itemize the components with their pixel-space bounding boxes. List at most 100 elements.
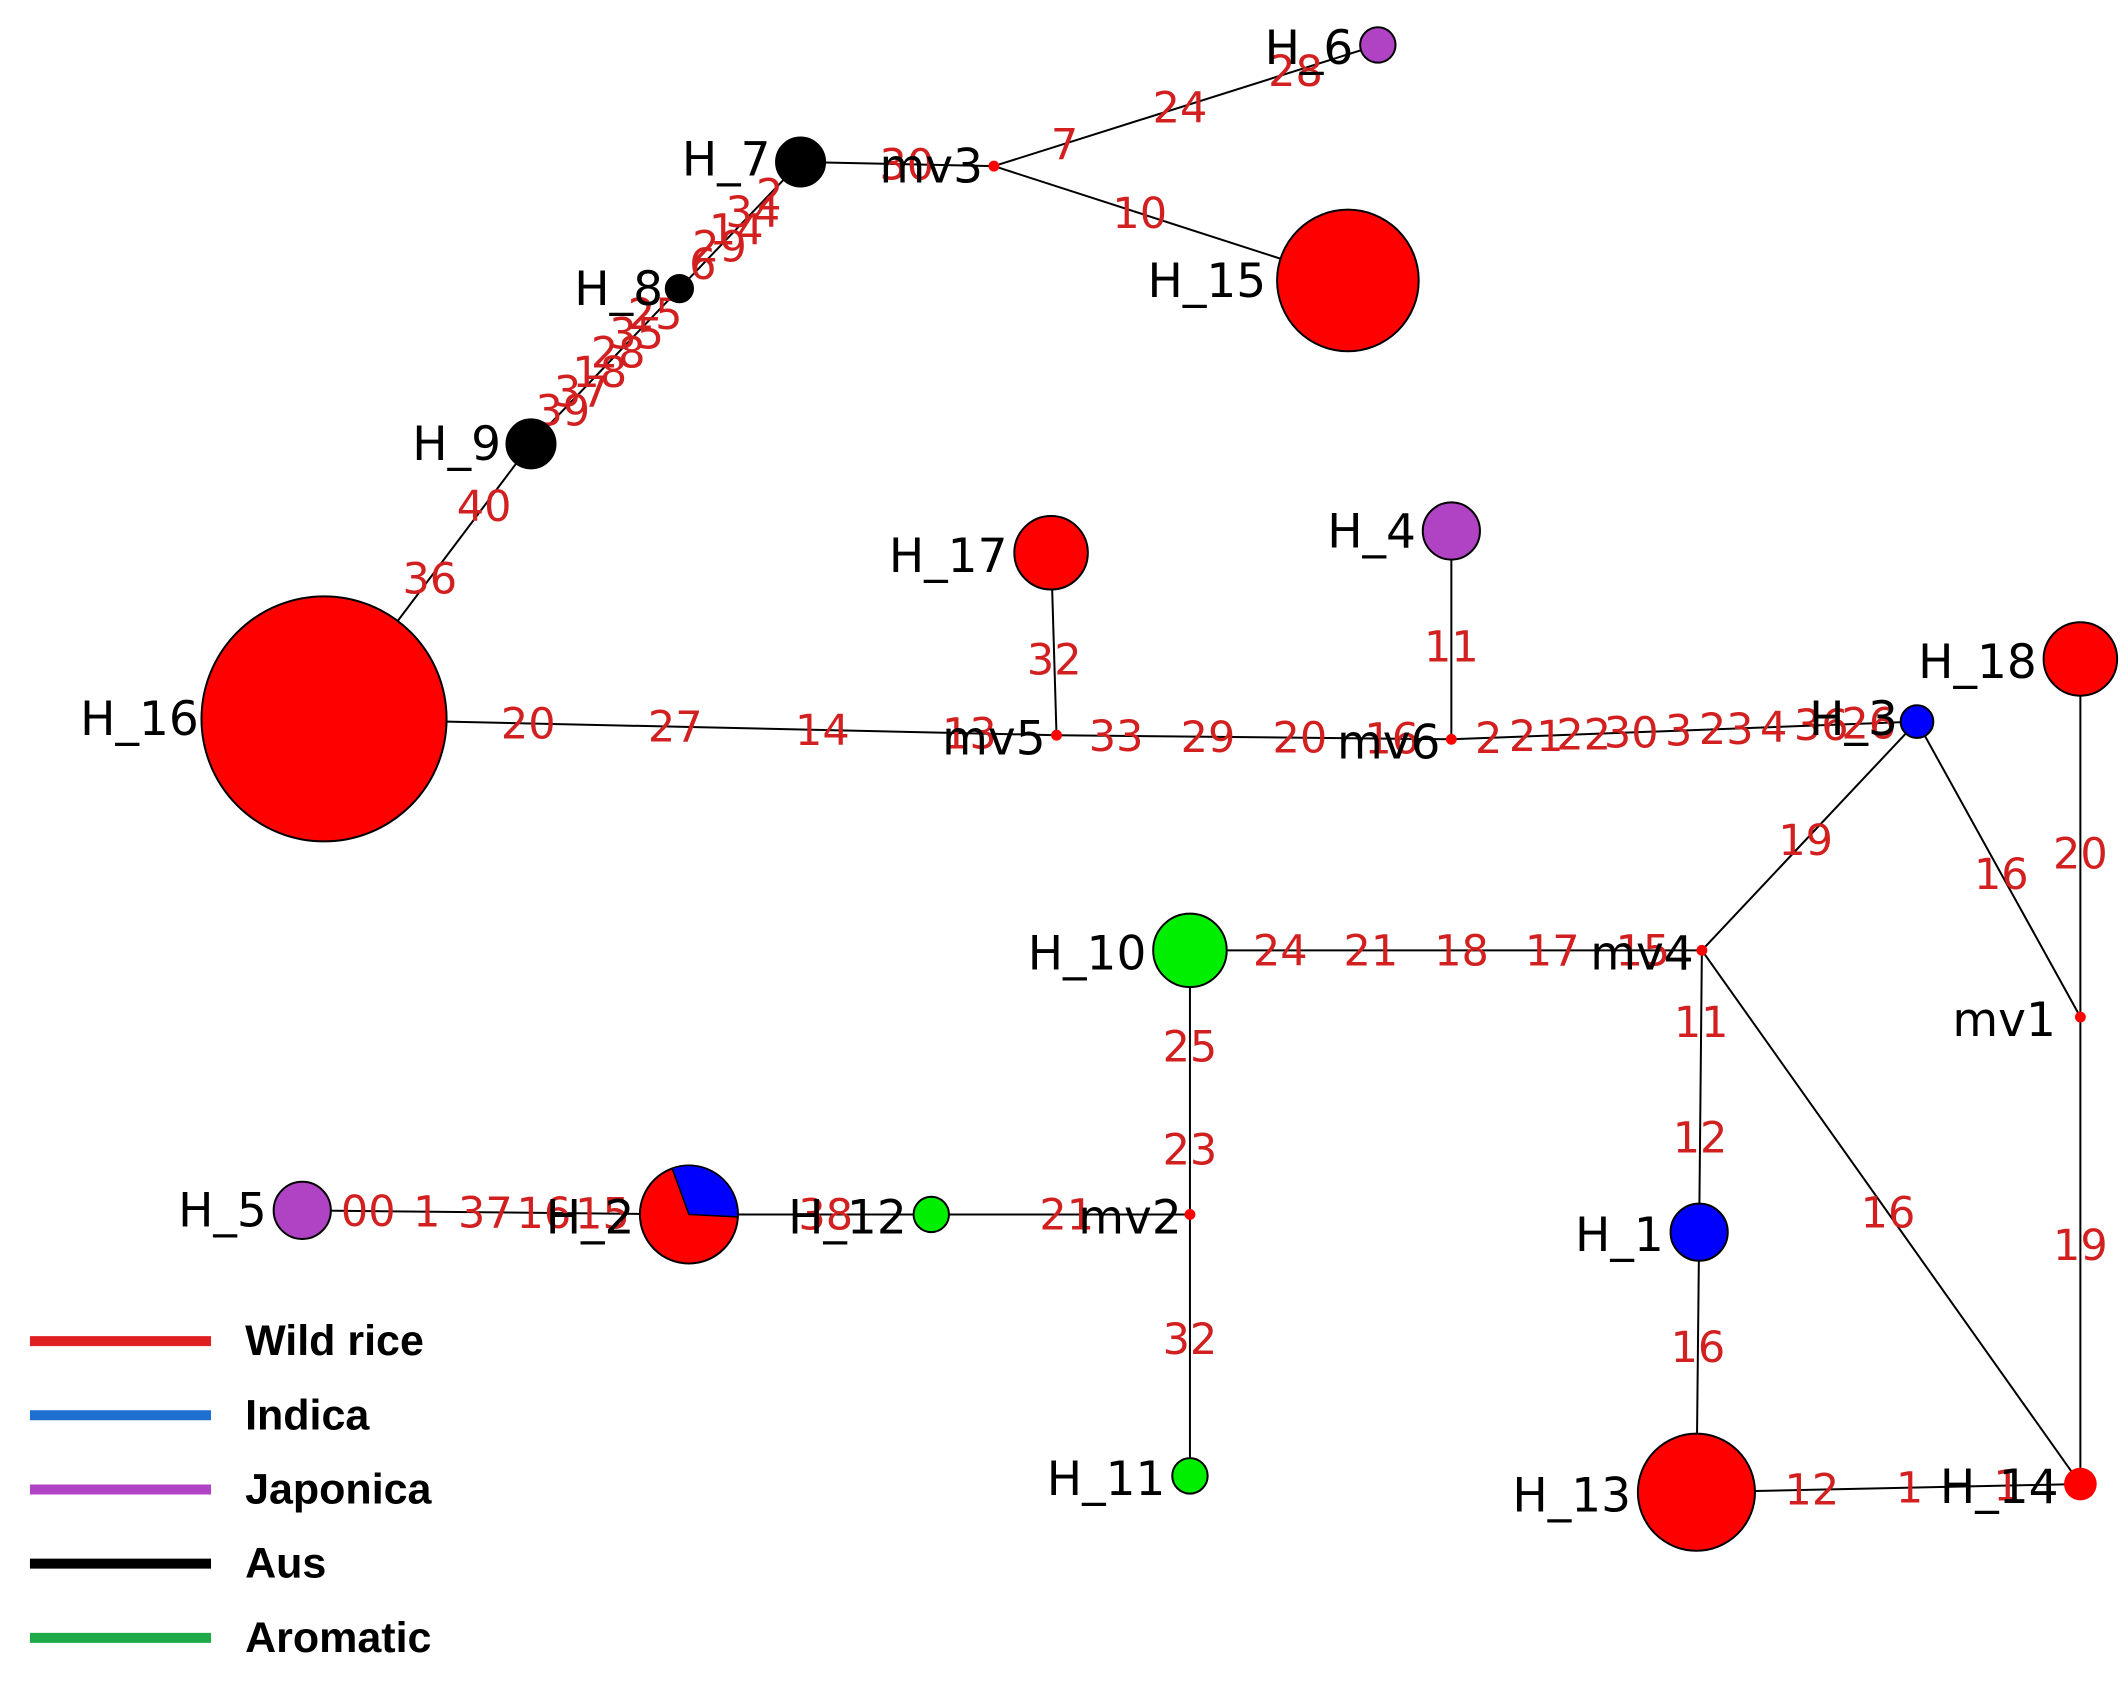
mutation-label: 14 (795, 706, 850, 756)
mutation-label: 36 (1794, 701, 1849, 751)
mutation-label: 4 (1760, 703, 1787, 753)
mutation-label: 1 (1896, 1464, 1923, 1514)
node-H_10 (1152, 912, 1228, 989)
node-label-mv1: mv1 (1952, 993, 2056, 1048)
mutation-label: 26 (1841, 699, 1896, 749)
mutation-label: 11 (1424, 623, 1479, 673)
node-mv4 (1696, 944, 1708, 956)
node-H_14 (2064, 1467, 2097, 1501)
node-mv6 (1445, 733, 1457, 745)
node-label-H_14: H_14 (1940, 1460, 2059, 1515)
node-label-mv4: mv4 (1590, 926, 1694, 981)
mutation-label: 23 (1163, 1125, 1218, 1175)
mutation-label: 29 (692, 223, 747, 273)
node-H_3 (1899, 704, 1935, 739)
legend-label: Wild rice (245, 1317, 424, 1365)
mutation-label: 14 (709, 205, 764, 255)
node-label-H_7: H_7 (682, 133, 771, 188)
edge-mv6-H_3 (1451, 720, 1918, 741)
mutation-label: 25 (1163, 1023, 1218, 1073)
mutation-label: 28 (591, 329, 646, 379)
mutation-label: 00 (341, 1187, 396, 1237)
mutation-label: 21 (1039, 1190, 1094, 1240)
legend-label: Aus (245, 1540, 326, 1588)
node-pie-slice (671, 1164, 739, 1218)
node-layer (200, 26, 2119, 1552)
mutation-label: 10 (1112, 189, 1167, 239)
mutation-label: 36 (402, 554, 457, 604)
mutation-label: 20 (2053, 830, 2108, 880)
node-H_11 (1171, 1457, 1209, 1495)
mutation-label: 19 (1778, 816, 1833, 866)
mutation-label: 2 (756, 170, 783, 220)
node-label-H_10: H_10 (1028, 926, 1147, 981)
mutation-label: 16 (1861, 1189, 1916, 1239)
mutation-label: 15 (1616, 926, 1671, 976)
mutation-label: 19 (2053, 1221, 2108, 1271)
mutation-label: 7 (1051, 120, 1078, 170)
mutation-label: 38 (798, 1190, 853, 1240)
node-label-H_9: H_9 (412, 417, 501, 472)
mutation-label: 17 (1525, 926, 1580, 976)
node-H_6 (1359, 26, 1397, 64)
node-label-H_3: H_3 (1809, 692, 1898, 747)
node-label-H_15: H_15 (1148, 254, 1267, 309)
node-H_1 (1669, 1202, 1729, 1262)
mutation-label: 35 (609, 309, 664, 359)
legend-label: Japonica (245, 1465, 432, 1513)
node-label-H_11: H_11 (1047, 1452, 1166, 1507)
node-label-H_17: H_17 (889, 529, 1008, 584)
mutation-label: 27 (648, 703, 703, 753)
node-label-H_5: H_5 (178, 1184, 267, 1239)
node-label-H_1: H_1 (1575, 1208, 1664, 1263)
node-H_7 (775, 136, 827, 188)
mutation-label: 21 (1344, 926, 1399, 976)
node-label-mv3: mv3 (879, 139, 983, 194)
node-mv3 (988, 160, 1000, 172)
edge-H_8-H_7 (678, 161, 802, 290)
edge-mv4-H_14 (1701, 949, 2082, 1485)
mutation-label: 23 (1699, 705, 1754, 755)
node-label-mv5: mv5 (942, 711, 1046, 766)
mutation-label: 16 (517, 1189, 572, 1239)
node-H_15 (1276, 208, 1420, 353)
mutation-label: 32 (1163, 1315, 1218, 1365)
legend-label: Aromatic (245, 1614, 431, 1662)
edge-H_13-H_14 (1696, 1483, 2081, 1494)
node-H_17 (1013, 515, 1089, 591)
mutation-label: 6 (689, 240, 716, 290)
mutation-label: 2 (1475, 714, 1502, 764)
mutation-label: 20 (501, 699, 556, 749)
node-label-H_2: H_2 (546, 1191, 635, 1246)
mutation-label: 30 (1604, 708, 1659, 758)
mutation-label: 34 (726, 188, 781, 238)
mutation-label: 21 (1509, 712, 1564, 762)
mutation-label: 40 (457, 482, 512, 532)
node-label-H_13: H_13 (1512, 1468, 1631, 1523)
node-label-H_6: H_6 (1265, 21, 1354, 76)
node-H_2 (638, 1164, 739, 1265)
node-H_4 (1421, 501, 1481, 561)
edge-mv5-mv6 (1056, 734, 1452, 741)
node-H_8 (664, 274, 695, 304)
node-label-H_16: H_16 (80, 692, 199, 747)
mutation-label: 1 (1993, 1462, 2020, 1512)
node-H_12 (912, 1195, 950, 1234)
mutation-label: 16 (1974, 850, 2029, 900)
mutation-label: 28 (1268, 47, 1323, 97)
mutation-label: 13 (942, 709, 997, 759)
mutation-label: 18 (572, 348, 627, 398)
mutation-label: 20 (1273, 714, 1328, 764)
mutation-label: 24 (1153, 83, 1208, 133)
edge-layer (302, 43, 2082, 1494)
node-label-H_18: H_18 (1918, 635, 2037, 690)
node-mv1 (2074, 1011, 2086, 1023)
mutation-label: 30 (879, 140, 934, 190)
mutation-label: 15 (575, 1190, 630, 1240)
node-H_13 (1636, 1432, 1756, 1552)
